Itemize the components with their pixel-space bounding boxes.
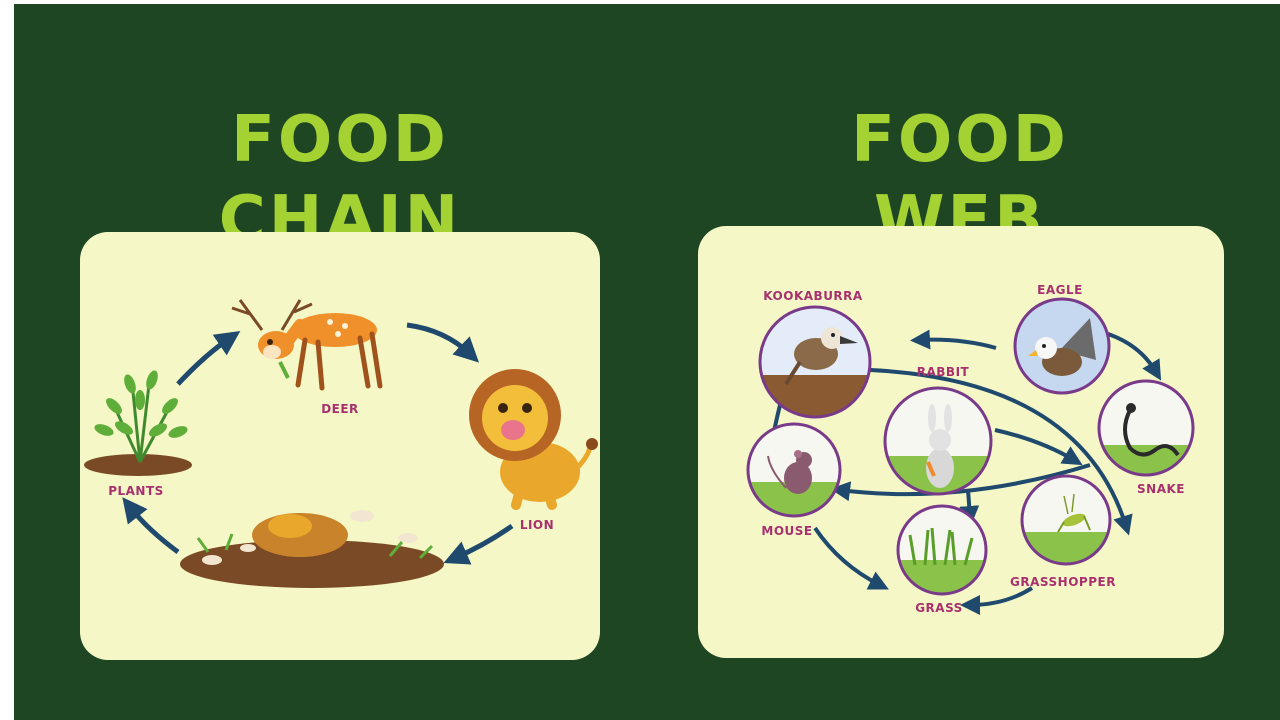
arrow-rabbit-to-snake [994, 428, 1083, 466]
rabbit-icon [883, 386, 993, 496]
mouse-icon [746, 422, 842, 518]
arrow-mouse-to-grass [813, 526, 889, 590]
label-grasshopper: GRASSHOPPER [1010, 575, 1116, 589]
arrow-snake-to-mouse [830, 463, 1091, 502]
arrow-kookaburra-to-grasshopper [869, 368, 1133, 536]
label-mouse: MOUSE [761, 524, 813, 538]
label-lion: LION [519, 518, 555, 532]
arrow-grasshopper-to-grass [960, 586, 1034, 615]
deer-icon [231, 299, 383, 391]
label-kookaburra: KOOKABURRA [763, 289, 863, 303]
lion-icon [469, 369, 598, 510]
decomposing-lion-icon [180, 510, 444, 588]
arrow-lion-to-decomposer [443, 523, 514, 565]
arrow-plants-to-deer [176, 330, 241, 386]
label-deer: DEER [321, 402, 359, 416]
snake-icon [1097, 379, 1195, 477]
grasshopper-icon [1020, 474, 1112, 566]
arrow-eagle-to-snake [1107, 332, 1162, 381]
label-plants: PLANTS [108, 484, 164, 498]
eagle-icon [1013, 297, 1111, 395]
arrow-decomposer-to-plants [122, 497, 180, 555]
arrow-rabbit-to-grass [959, 489, 980, 526]
label-rabbit: RABBIT [916, 365, 970, 379]
arrow-deer-to-lion [406, 322, 480, 363]
label-eagle: EAGLE [1037, 283, 1083, 297]
kookaburra-icon [758, 305, 872, 419]
plant-icon [84, 370, 192, 476]
arrow-eagle-to-kookaburra [910, 329, 997, 350]
label-snake: SNAKE [1137, 482, 1185, 496]
label-grass: GRASS [915, 601, 963, 615]
grass-icon [896, 504, 988, 596]
food-chain-arrows [122, 322, 514, 565]
